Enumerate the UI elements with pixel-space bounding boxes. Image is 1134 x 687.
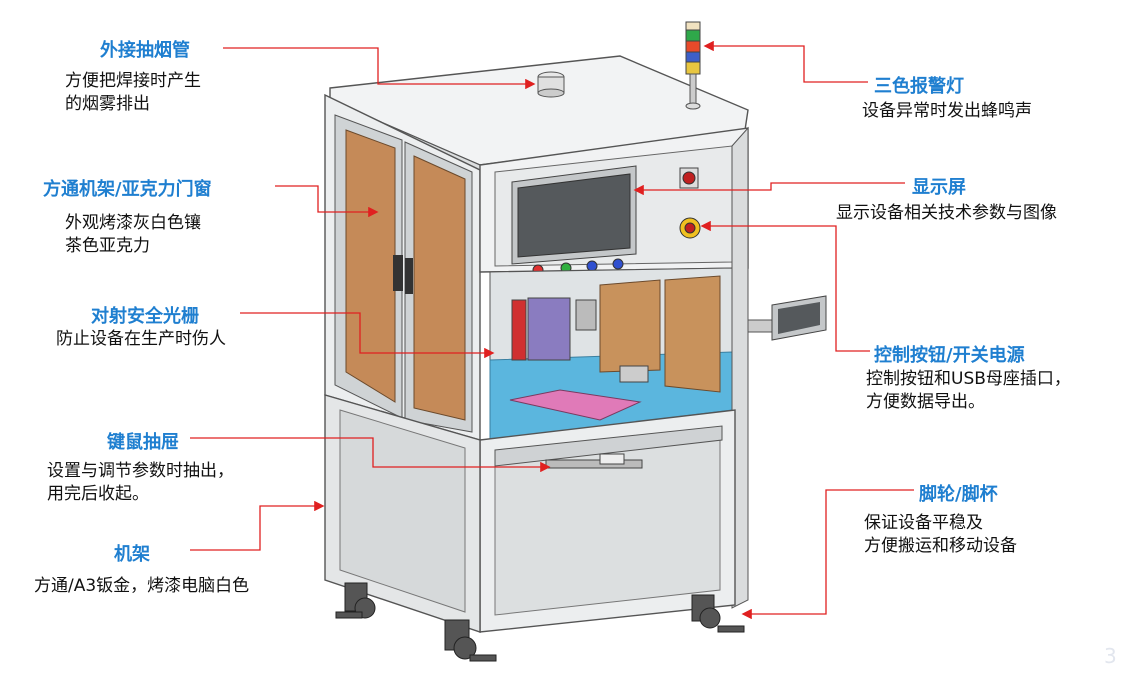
callout-desc-frame: 方通/A3钣金，烤漆电脑白色 [34, 575, 249, 598]
callout-desc-control-buttons: 控制按钮和USB母座插口， 方便数据导出。 [866, 368, 1071, 414]
callout-title-control-buttons: 控制按钮/开关电源 [874, 345, 1025, 366]
desc-line: 方便搬运和移动设备 [864, 536, 1017, 556]
desc-line: 方通/A3钣金，烤漆电脑白色 [34, 576, 250, 596]
callout-title-light-curtain: 对射安全光栅 [91, 306, 199, 327]
callout-desc-frame-door: 外观烤漆灰白色镶 茶色亚克力 [65, 212, 201, 258]
desc-line: 设备异常时发出蜂鸣声 [862, 101, 1032, 121]
desc-line: 防止设备在生产时伤人 [56, 329, 226, 349]
callout-desc-tower-light: 设备异常时发出蜂鸣声 [862, 100, 1032, 123]
callout-title-casters: 脚轮/脚杯 [919, 484, 998, 505]
callout-desc-display: 显示设备相关技术参数与图像 [836, 202, 1057, 225]
desc-line: 控制按钮和USB母座插口， [866, 369, 1071, 389]
callout-desc-keyboard-drawer: 设置与调节参数时抽出， 用完后收起。 [47, 460, 234, 506]
desc-line: 外观烤漆灰白色镶 [65, 213, 201, 233]
callout-title-frame-door: 方通机架/亚克力门窗 [43, 179, 212, 200]
desc-line: 方便数据导出。 [866, 392, 985, 412]
callout-title-smoke-pipe: 外接抽烟管 [100, 40, 190, 61]
callout-desc-smoke-pipe: 方便把焊接时产生 的烟雾排出 [65, 70, 201, 116]
desc-line: 的烟雾排出 [65, 94, 150, 114]
desc-line: 设置与调节参数时抽出， [47, 461, 234, 481]
desc-line: 显示设备相关技术参数与图像 [836, 203, 1057, 223]
callout-desc-light-curtain: 防止设备在生产时伤人 [56, 328, 226, 351]
callout-desc-casters: 保证设备平稳及 方便搬运和移动设备 [864, 512, 1017, 558]
desc-line: 用完后收起。 [47, 484, 149, 504]
page-number: 3 [1104, 644, 1117, 668]
callout-title-frame: 机架 [114, 544, 150, 565]
callout-title-display: 显示屏 [912, 177, 966, 198]
desc-line: 方便把焊接时产生 [65, 71, 201, 91]
callout-title-keyboard-drawer: 键鼠抽屉 [107, 432, 179, 453]
desc-line: 保证设备平稳及 [864, 513, 983, 533]
desc-line: 茶色亚克力 [65, 236, 150, 256]
callout-title-tower-light: 三色报警灯 [874, 76, 964, 97]
